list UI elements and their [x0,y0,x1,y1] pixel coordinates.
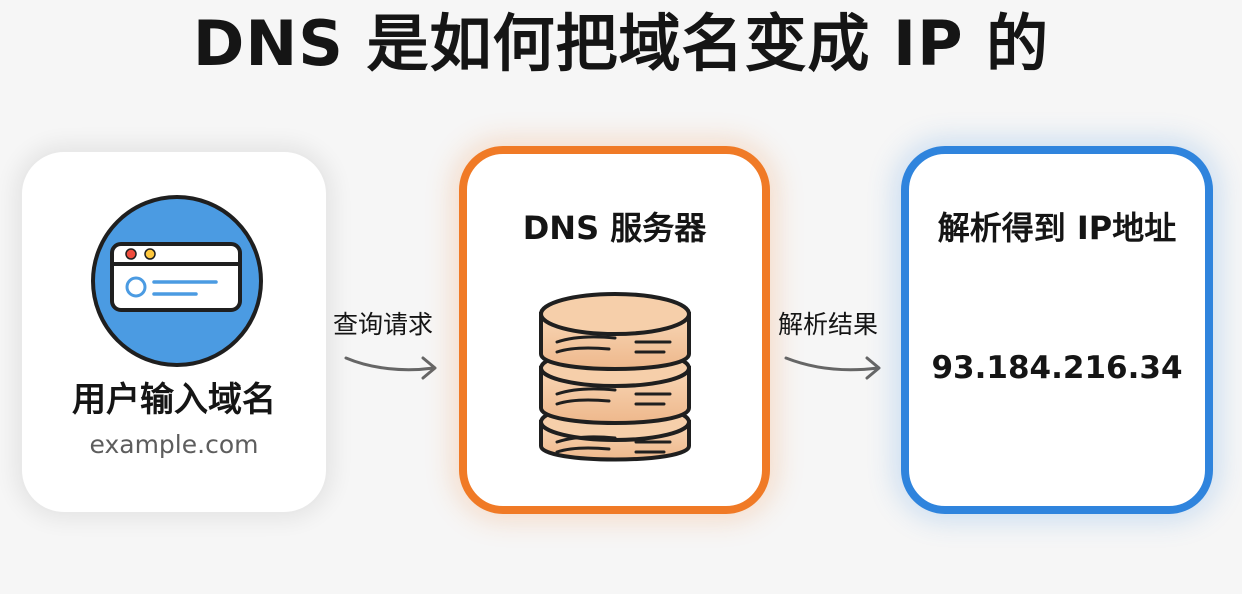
result-arrow-icon [784,356,881,380]
example-domain-label: example.com [89,430,259,459]
user-step-label: 用户输入域名 [72,380,276,420]
database-server-icon [539,292,691,462]
browser-window-icon [91,195,263,367]
query-arrow-label: 查询请求 [333,310,434,339]
dns-server-card: DNS 服务器 [459,146,770,514]
ip-address-value: 93.184.216.34 [931,350,1183,386]
page-title: DNS 是如何把域名变成 IP 的 [192,7,1050,80]
ip-step-label: 解析得到 IP地址 [937,209,1177,247]
result-arrow-label: 解析结果 [778,310,879,339]
ip-result-card: 解析得到 IP地址 93.184.216.34 [901,146,1213,514]
user-input-card: 用户输入域名 example.com [20,150,328,514]
dns-step-label: DNS 服务器 [522,209,707,247]
query-arrow-icon [344,356,437,380]
